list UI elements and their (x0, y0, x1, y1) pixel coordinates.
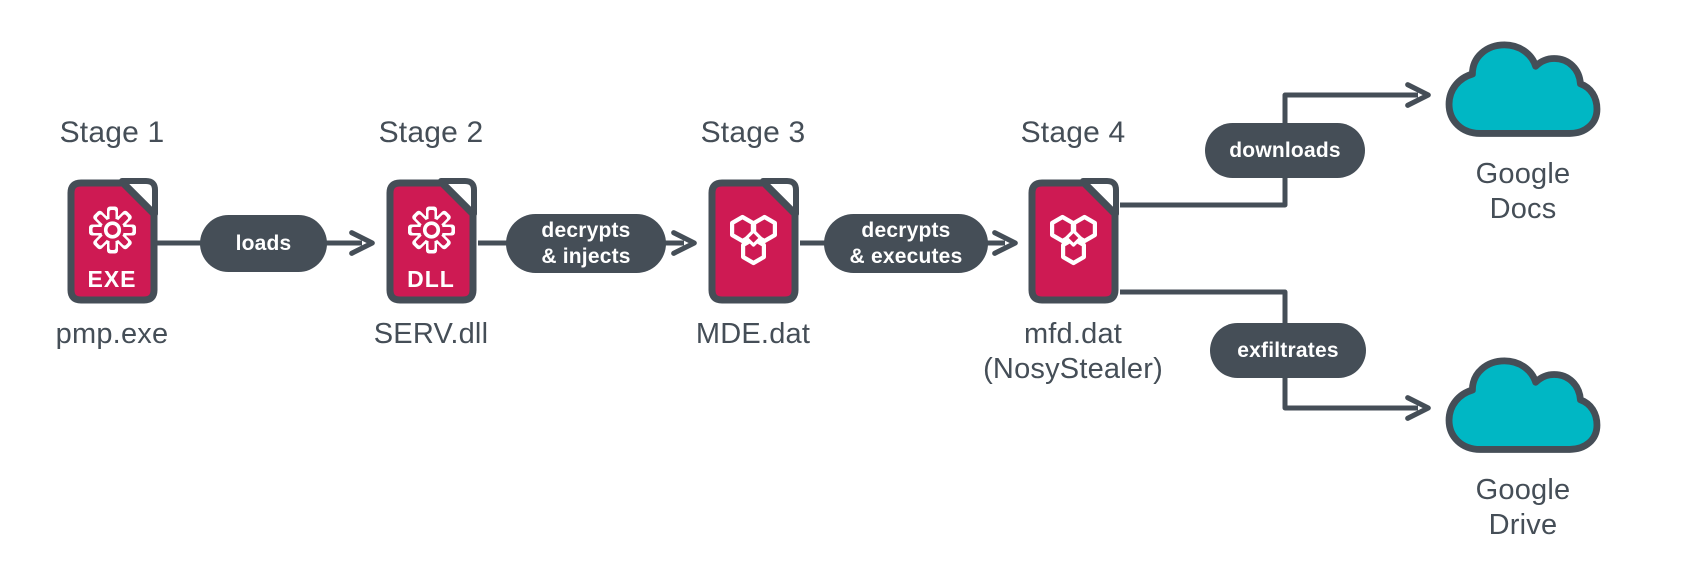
cloud-icon (1445, 357, 1601, 453)
exe-file-gear-icon (67, 178, 158, 304)
malware-file-biohazard-icon (708, 178, 799, 304)
stage-3-file-name: MDE.dat (695, 318, 811, 350)
connector-label-decrypts-executes: decrypts & executes (824, 214, 988, 273)
stage-3-title: Stage 3 (700, 116, 806, 149)
connector-label-loads: loads (200, 215, 327, 272)
file-type-badge: EXE (87, 266, 137, 292)
stage-1-group: Stage 1 (0, 115, 232, 352)
stage-1-file: EXE (66, 178, 159, 305)
stage-4-title: Stage 4 (1020, 116, 1126, 149)
stage-2-title: Stage 2 (378, 116, 484, 149)
stage-2-file: DLL (385, 178, 478, 305)
cloud-icon (1445, 41, 1601, 137)
google-drive-label: Google Drive (1475, 474, 1571, 541)
connector-label-decrypts-injects: decrypts & injects (506, 214, 666, 273)
stage-4-file-name: mfd.dat (NosyStealer) (983, 318, 1163, 385)
connector-label-exfiltrates: exfiltrates (1210, 323, 1366, 378)
malware-file-biohazard-icon (1028, 178, 1119, 304)
google-drive-destination: Google Drive (1438, 356, 1608, 543)
stage-1-file-name: pmp.exe (55, 318, 169, 350)
stage-1-title: Stage 1 (59, 116, 165, 149)
file-type-badge: DLL (407, 266, 455, 292)
stage-4-group: Stage 4 mfd.dat (NosyStealer) (953, 115, 1193, 387)
stage-2-file-name: SERV.dll (373, 318, 489, 350)
google-docs-label: Google Docs (1475, 158, 1571, 225)
stage-3-file (707, 178, 800, 305)
dll-file-gear-icon (386, 178, 477, 304)
connector-label-downloads: downloads (1205, 123, 1365, 178)
stage-4-file (1027, 178, 1120, 305)
stage-2-group: Stage 2 (311, 115, 551, 352)
google-docs-destination: Google Docs (1438, 40, 1608, 227)
stage-3-group: Stage 3 MDE.dat (633, 115, 873, 352)
